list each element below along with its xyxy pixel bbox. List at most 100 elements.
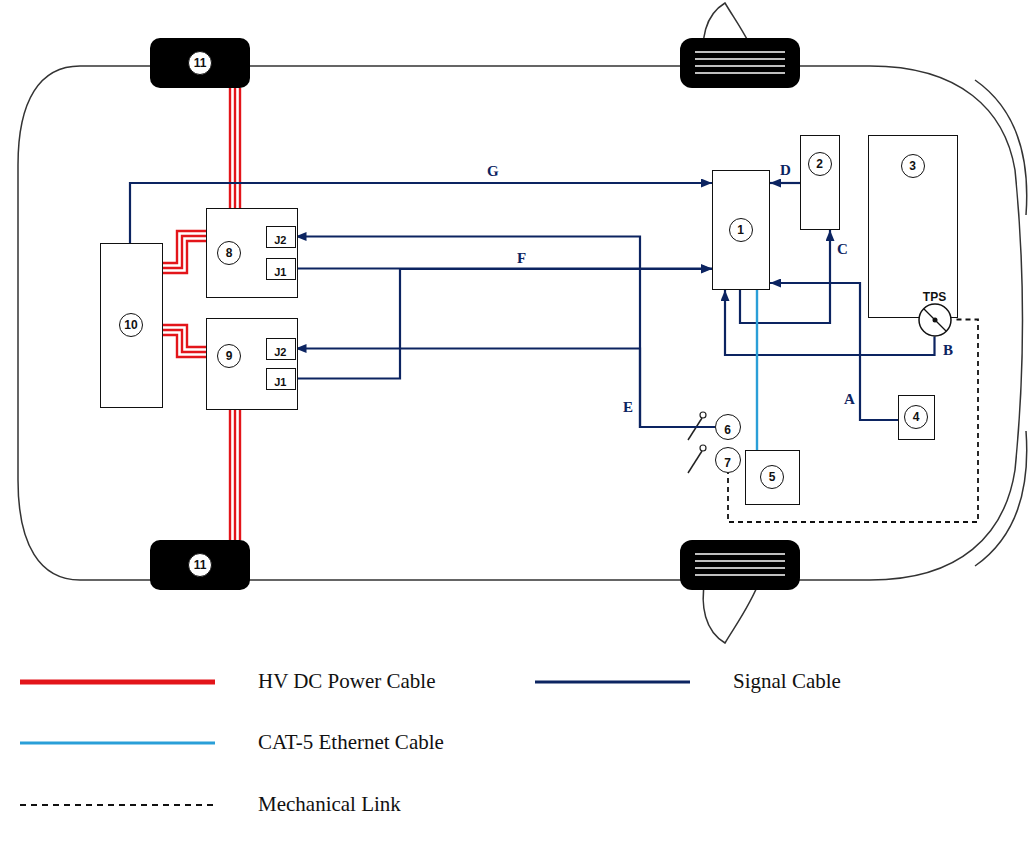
rear-wheel: 11 (150, 38, 250, 88)
connector-port: J2 (266, 338, 296, 360)
callout-number: 11 (188, 553, 212, 577)
switch-symbol (700, 412, 706, 418)
ethernet-cable (756, 290, 758, 450)
tyre-tread (695, 72, 785, 74)
rear-wheel: 11 (150, 540, 250, 590)
legend-item: HV DC Power Cable (258, 669, 436, 694)
edge-label-holder: D (778, 161, 793, 179)
connector-port: J2 (266, 226, 296, 248)
connector-port: J1 (266, 368, 296, 390)
signal-label: E (621, 399, 635, 416)
cable-strand (239, 88, 241, 208)
headlight-curve (975, 80, 1027, 215)
tyre-tread (695, 560, 785, 562)
sensor-circle (919, 304, 951, 336)
cable-strand (229, 410, 231, 540)
mechanical-link (728, 320, 978, 523)
legend-text: CAT-5 Ethernet Cable (258, 730, 444, 755)
cable-strand (163, 335, 206, 357)
battery-box: 10 (100, 243, 163, 408)
pedal-box: TPS 3 (868, 135, 958, 318)
motor-controller-box: J2J18 (206, 208, 298, 298)
hv-power-cable (163, 330, 206, 352)
car-body-outline (18, 66, 1023, 580)
connector-group (163, 325, 206, 357)
signal-label: C (835, 241, 850, 258)
signal-label: A (842, 391, 857, 408)
tyre-tread (695, 553, 785, 555)
switch-callout: 6 (715, 414, 741, 440)
connector-group (230, 88, 240, 208)
hv-power-cable (234, 88, 236, 208)
sensor-pivot (932, 317, 937, 322)
connector-group (163, 231, 206, 273)
switch-callout: 7 (715, 447, 741, 473)
pin-name: J1 (274, 266, 286, 278)
component-box: 4 (898, 395, 935, 440)
connector-group (296, 237, 716, 428)
edge-label-holder: G (485, 162, 501, 180)
legend-item: Mechanical Link (258, 792, 401, 817)
callout-number: 3 (901, 154, 925, 178)
callout-number: 5 (760, 465, 784, 489)
callout-number: 11 (188, 51, 212, 75)
connectors (130, 88, 978, 540)
legend-text: Signal Cable (733, 669, 841, 694)
motor-controller-box: J2J1 9 (206, 318, 298, 410)
connector-group (296, 349, 716, 428)
component-box: 2 (800, 135, 840, 230)
switch-symbol (688, 451, 702, 473)
signal-cable (296, 349, 716, 428)
signal-label: B (941, 342, 955, 359)
front-wheel (680, 540, 800, 590)
connector-group (728, 320, 978, 523)
hv-power-cable (234, 410, 236, 540)
front-wheel (680, 38, 800, 88)
callout-number: 9 (217, 344, 241, 368)
callout-number: 6 (724, 423, 731, 437)
legend-sample (20, 680, 215, 685)
controller-box: 1 (712, 170, 770, 290)
switch-symbol (700, 445, 706, 451)
edge-label-holder: B (941, 341, 955, 359)
edge-label-holder: E (621, 398, 635, 416)
callout-number: 1 (729, 218, 753, 242)
pin-name: J2 (274, 234, 286, 246)
legend-sample (535, 681, 690, 684)
tyre-tread (695, 567, 785, 569)
legend-item: CAT-5 Ethernet Cable (258, 730, 444, 755)
tyre-tread (695, 58, 785, 60)
sensor-needle (924, 309, 946, 331)
legend-text: HV DC Power Cable (258, 669, 436, 694)
cable-strand (229, 88, 231, 208)
signal-label: D (778, 162, 793, 179)
signal-label: G (485, 163, 501, 180)
switch-symbol (688, 418, 702, 440)
edge-label-holder: A (842, 390, 857, 408)
callout-number: 7 (724, 456, 731, 470)
pin-name: J2 (274, 346, 286, 358)
legend-item: Signal Cable (733, 669, 841, 694)
connector-group (770, 183, 800, 184)
component-box: 5 (745, 450, 800, 505)
cable-strand (239, 410, 241, 540)
connector-port: J1 (266, 258, 296, 280)
pin-name: J1 (274, 376, 286, 388)
callout-number: 10 (119, 313, 143, 337)
signal-cable (296, 269, 713, 379)
legend-sample (20, 804, 215, 806)
callout-number: 4 (904, 405, 928, 429)
cable-strand (163, 231, 206, 263)
legend-sample (20, 742, 215, 745)
tyre-tread (695, 65, 785, 67)
tyre-tread (695, 574, 785, 576)
edge-label-holder: C (835, 240, 850, 258)
callout-number: 2 (808, 152, 832, 176)
sensor-label: TPS (923, 290, 946, 304)
signal-label: F (515, 250, 528, 267)
edge-label-holder: F (515, 249, 528, 267)
